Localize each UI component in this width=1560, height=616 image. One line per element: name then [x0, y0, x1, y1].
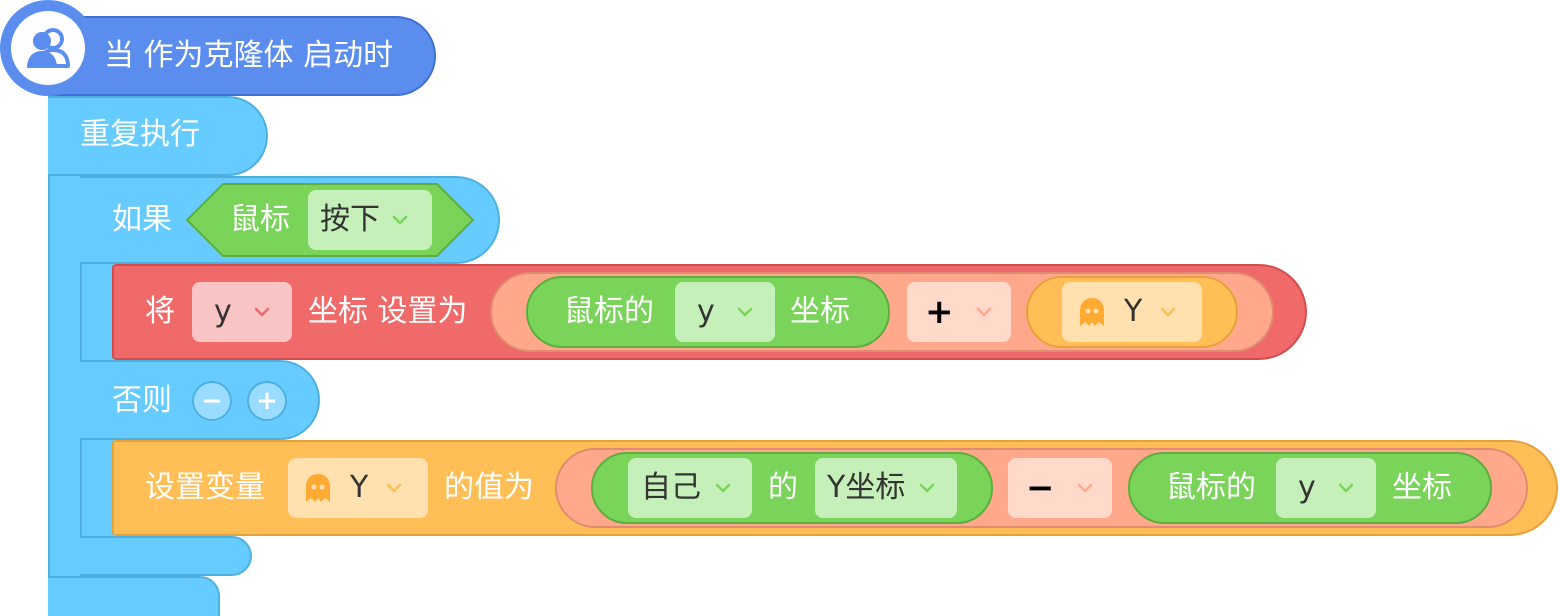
chevron-down-icon — [387, 483, 402, 493]
chevron-down-icon — [976, 307, 991, 317]
mouse-axis-value: y — [697, 294, 715, 329]
forever-block-frame — [48, 96, 82, 616]
minus-icon: − — [201, 386, 223, 416]
set-variable-name: Y — [350, 470, 369, 505]
mouse-y-prefix-2: 鼠标的 — [1166, 470, 1256, 505]
of-label: 的 — [768, 470, 798, 505]
set-variable-dropdown[interactable]: Y — [288, 458, 428, 518]
chevron-down-icon — [715, 483, 731, 493]
if-label: 如果 — [112, 202, 172, 237]
hat-icon-badge — [11, 11, 85, 85]
operator-dropdown[interactable]: + — [907, 282, 1011, 342]
operator-value: + — [925, 292, 954, 332]
mouse-axis-value-2: y — [1298, 470, 1316, 505]
chevron-down-icon — [1077, 483, 1092, 493]
plus-icon: + — [256, 386, 278, 416]
chevron-down-icon — [737, 307, 753, 317]
forever-block-foot — [48, 576, 220, 616]
mouse-axis-dropdown[interactable]: y — [675, 282, 775, 342]
operator-value: − — [1026, 468, 1055, 508]
variable-y-name: Y — [1124, 294, 1143, 329]
chevron-down-icon — [392, 215, 408, 225]
condition-option-dropdown[interactable]: 按下 — [308, 190, 432, 250]
forever-block-header[interactable] — [48, 96, 268, 176]
remove-else-button[interactable]: − — [192, 381, 232, 421]
chevron-down-icon — [1161, 307, 1176, 317]
coordinate-axis-dropdown[interactable]: y — [192, 282, 292, 342]
mouse-axis-dropdown-2[interactable]: y — [1276, 458, 1376, 518]
chevron-down-icon — [1338, 483, 1354, 493]
mouse-y-suffix: 坐标 — [790, 294, 850, 329]
chevron-down-icon — [920, 483, 935, 493]
add-else-button[interactable]: + — [247, 381, 287, 421]
condition-sensor-label: 鼠标 — [230, 202, 290, 237]
operator-dropdown[interactable]: − — [1008, 458, 1112, 518]
forever-label: 重复执行 — [80, 117, 200, 152]
else-label: 否则 — [112, 383, 172, 418]
set-variable-prefix: 设置变量 — [145, 470, 265, 505]
hat-label: 当 作为克隆体 启动时 — [104, 38, 394, 73]
condition-option-value: 按下 — [320, 202, 380, 237]
ghost-icon — [306, 474, 330, 502]
ghost-icon — [1080, 298, 1104, 326]
clone-users-icon — [27, 28, 70, 68]
if-else-block-foot — [80, 536, 252, 576]
chevron-down-icon — [254, 307, 270, 317]
mouse-y-prefix: 鼠标的 — [564, 294, 654, 329]
set-coordinate-prefix: 将 — [145, 294, 175, 329]
mouse-y-suffix-2: 坐标 — [1392, 470, 1452, 505]
variable-y-dropdown[interactable]: Y — [1062, 282, 1202, 342]
target-value: 自己 — [641, 470, 701, 505]
property-dropdown[interactable]: Y坐标 — [815, 458, 957, 518]
target-dropdown[interactable]: 自己 — [628, 458, 752, 518]
set-coordinate-middle: 坐标 设置为 — [308, 294, 468, 329]
property-value: Y坐标 — [827, 470, 906, 505]
set-variable-middle: 的值为 — [444, 470, 534, 505]
coordinate-axis-value: y — [214, 294, 232, 329]
